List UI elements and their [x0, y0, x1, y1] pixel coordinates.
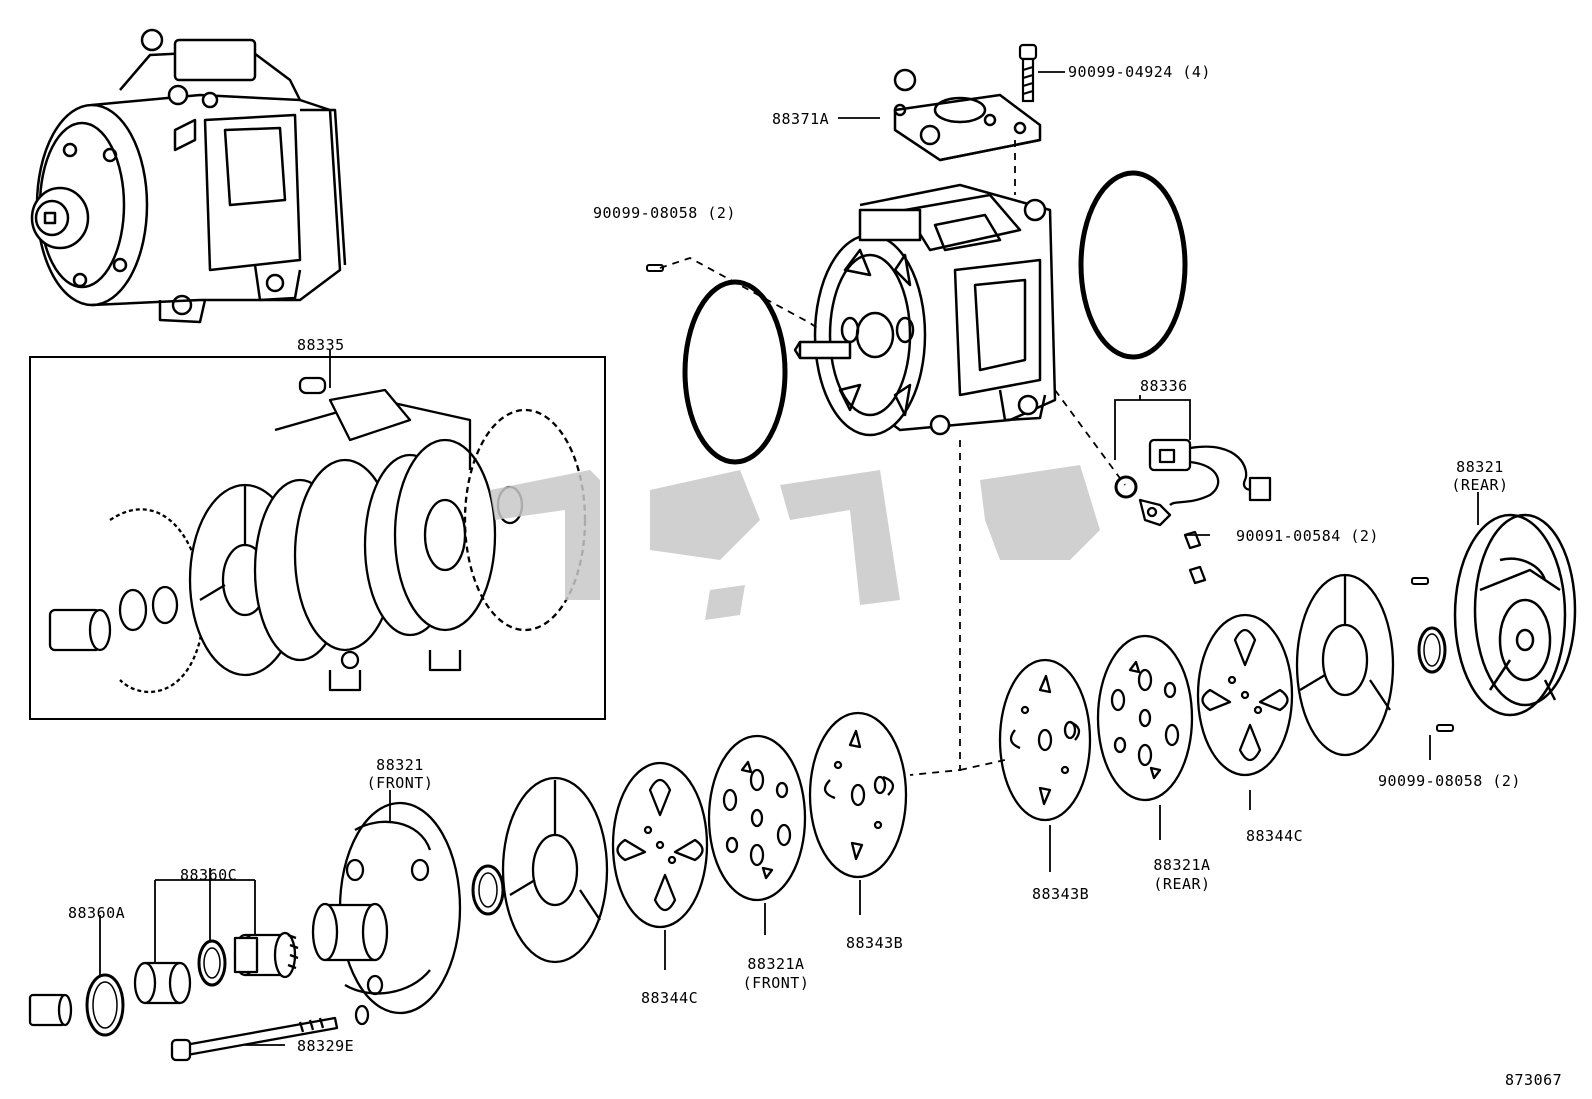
- assembly-dashed-lines: [659, 140, 1126, 776]
- pin-rear-lower: [1436, 724, 1454, 732]
- kit-88335-illustration: [48, 376, 587, 694]
- bolt-90099-04924-illustration: [1018, 43, 1038, 103]
- label-90091-00584: 90091-00584 (2): [1236, 527, 1379, 545]
- valve-plate-front-illustration: [501, 776, 609, 964]
- cover-88371a-illustration: [893, 68, 1042, 162]
- label-88321-rear-note: (REAR): [1451, 476, 1509, 494]
- label-88343b-front: 88343B: [846, 934, 904, 952]
- watermark-logo: [490, 465, 1100, 620]
- label-88321-front: 88321: [376, 756, 424, 774]
- o-ring-left: [682, 279, 788, 465]
- o-ring-right: [1078, 170, 1188, 360]
- label-88360a: 88360A: [68, 904, 126, 922]
- label-88360c: 88360C: [180, 866, 238, 884]
- label-88329e: 88329E: [297, 1037, 355, 1055]
- label-88336: 88336: [1140, 377, 1188, 395]
- gasket-88344c-front-illustration: [611, 761, 709, 929]
- label-90099-04924: 90099-04924 (4): [1068, 63, 1211, 81]
- compressor-body-illustration: [793, 183, 1057, 437]
- plate-88321a-front-illustration: [707, 734, 807, 902]
- o-ring-small-front: [471, 864, 505, 916]
- switch-88336-illustration: [1114, 438, 1272, 585]
- gasket-88343b-rear-illustration: [998, 658, 1092, 822]
- pin-rear-upper: [1411, 577, 1429, 585]
- gasket-88344c-rear-illustration: [1196, 613, 1294, 777]
- label-88344c-front: 88344C: [641, 989, 699, 1007]
- rear-housing-illustration: [1453, 513, 1577, 717]
- label-90099-08058-upper: 90099-08058 (2): [593, 204, 736, 222]
- label-88321-rear: 88321: [1456, 458, 1504, 476]
- front-housing-illustration: [311, 801, 462, 1015]
- plate-88321a-rear-illustration: [1096, 634, 1194, 802]
- label-88321a-front: 88321A: [747, 955, 805, 973]
- label-88335: 88335: [297, 336, 345, 354]
- leader-lines: [99, 71, 1479, 1046]
- valve-plate-rear-illustration: [1295, 573, 1395, 757]
- label-88344c-rear: 88344C: [1246, 827, 1304, 845]
- washer-small: [354, 1004, 370, 1026]
- seal-88360a-illustration: [28, 973, 125, 1037]
- label-88321a-rear: 88321A: [1153, 856, 1211, 874]
- assembled-compressor-illustration: [30, 28, 347, 324]
- label-90099-08058-lower: 90099-08058 (2): [1378, 772, 1521, 790]
- seal-88360c-illustration: [133, 931, 299, 1005]
- through-bolt-88329e-illustration: [170, 1016, 339, 1062]
- label-88321-front-note: (FRONT): [366, 774, 434, 792]
- gasket-88343b-front-illustration: [808, 711, 908, 879]
- label-88321a-rear-note: (REAR): [1153, 875, 1211, 893]
- kit-88335-box: [29, 356, 606, 720]
- label-88371a: 88371A: [772, 110, 830, 128]
- label-88343b-rear: 88343B: [1032, 885, 1090, 903]
- illustration-number: 873067: [1505, 1071, 1563, 1089]
- label-88321a-front-note: (FRONT): [742, 974, 810, 992]
